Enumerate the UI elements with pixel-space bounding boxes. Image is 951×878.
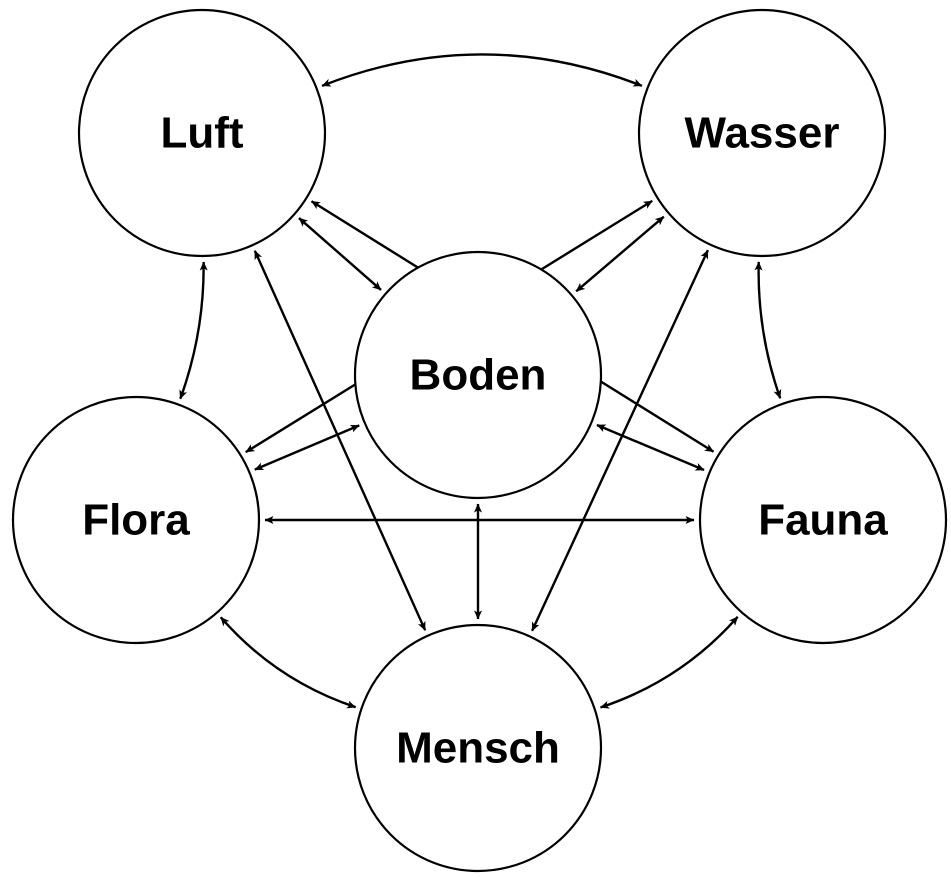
node-circle-luft — [77, 8, 327, 258]
node-circle-fauna — [698, 395, 948, 645]
node-mensch: Mensch — [353, 623, 603, 873]
node-circle-mensch — [353, 623, 603, 873]
node-luft: Luft — [77, 8, 327, 258]
edge-wasser-boden — [575, 215, 665, 293]
edge-wasser-fauna — [754, 261, 782, 399]
edge-flora-mensch — [219, 616, 357, 709]
edge-boden-fauna — [596, 423, 705, 472]
node-label-mensch: Mensch — [396, 724, 560, 773]
node-label-luft: Luft — [160, 109, 243, 158]
node-boden: Boden — [353, 250, 603, 500]
node-wasser: Wasser — [637, 8, 887, 258]
edge-luft-wasser — [321, 53, 643, 87]
edge-luft-flora — [179, 261, 208, 400]
edge-luft-boden — [298, 217, 382, 291]
node-circle-flora — [11, 395, 261, 645]
node-circle-wasser — [637, 8, 887, 258]
node-label-flora: Flora — [82, 496, 190, 545]
node-label-wasser: Wasser — [685, 109, 840, 158]
edges-layer — [179, 53, 782, 709]
edge-fauna-mensch — [600, 615, 739, 709]
edge-boden-flora — [254, 424, 360, 471]
node-fauna: Fauna — [698, 395, 948, 645]
node-circle-boden — [353, 250, 603, 500]
node-label-boden: Boden — [410, 351, 547, 400]
node-label-fauna: Fauna — [758, 496, 888, 545]
node-flora: Flora — [11, 395, 261, 645]
